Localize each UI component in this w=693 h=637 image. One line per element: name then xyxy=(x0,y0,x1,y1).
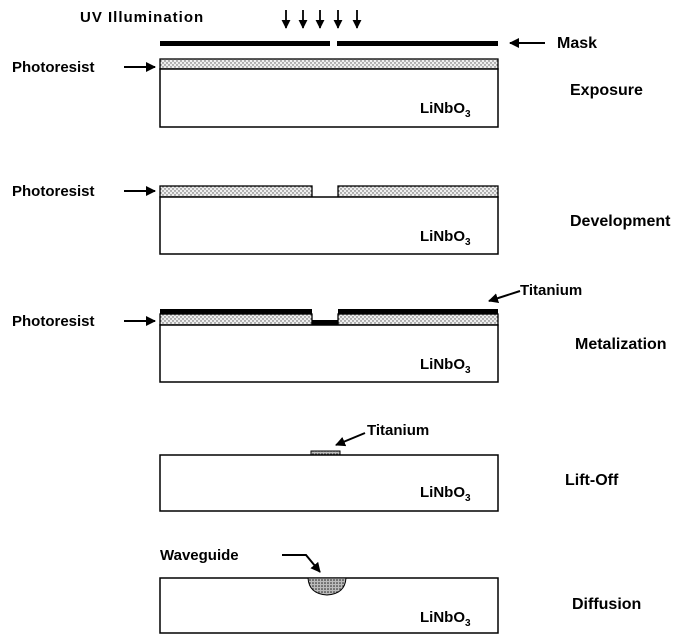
stage-development: Photoresist LiNbO3 Development xyxy=(12,183,671,255)
linbo3-substrate xyxy=(159,196,499,255)
left-arrow-icon xyxy=(335,432,366,447)
photoresist-label: Photoresist xyxy=(12,313,95,330)
uv-illumination-label: UV Illumination xyxy=(80,9,204,26)
substrate-label: LiNbO3 xyxy=(420,484,471,504)
substrate-label: LiNbO3 xyxy=(420,100,471,120)
right-arrow-icon xyxy=(282,554,321,573)
titanium-layer xyxy=(338,309,498,314)
photoresist-right xyxy=(337,313,499,326)
titanium-label: Titanium xyxy=(520,282,582,299)
waveguide-label: Waveguide xyxy=(160,547,239,564)
left-arrow-icon xyxy=(488,290,521,303)
substrate-label: LiNbO3 xyxy=(420,228,471,248)
stage-metalization: Titanium Photoresist LiNbO3 Metalization xyxy=(12,282,667,383)
substrate-label: LiNbO3 xyxy=(420,609,471,629)
titanium-layer xyxy=(160,309,312,314)
photoresist-left xyxy=(159,313,313,326)
waveguide-region xyxy=(307,577,347,596)
down-arrow-icon xyxy=(281,10,362,29)
photoresist-layer xyxy=(159,58,499,70)
photoresist-label: Photoresist xyxy=(12,183,95,200)
mask-right xyxy=(337,41,498,46)
stage-exposure: UV Illumination Mask Photoresist LiNbO3 … xyxy=(12,9,643,128)
titanium-gap-deposit xyxy=(312,320,338,325)
stage-name-exposure: Exposure xyxy=(570,82,643,99)
stage-name-metalization: Metalization xyxy=(575,336,667,353)
stage-diffusion: Waveguide LiNbO3 Diffusion xyxy=(159,547,641,634)
titanium-label: Titanium xyxy=(367,422,429,439)
mask-label: Mask xyxy=(557,35,597,52)
photoresist-label: Photoresist xyxy=(12,59,95,76)
stage-name-diffusion: Diffusion xyxy=(572,596,641,613)
linbo3-substrate xyxy=(159,324,499,383)
stage-name-development: Development xyxy=(570,213,671,230)
stage-lift-off: Titanium LiNbO3 Lift-Off xyxy=(159,422,619,512)
mask-left xyxy=(160,41,330,46)
photoresist-left xyxy=(159,185,313,198)
linbo3-substrate xyxy=(159,454,499,512)
photoresist-right xyxy=(337,185,499,198)
stage-name-lift-off: Lift-Off xyxy=(565,472,619,489)
substrate-label: LiNbO3 xyxy=(420,356,471,376)
linbo3-substrate xyxy=(159,68,499,128)
